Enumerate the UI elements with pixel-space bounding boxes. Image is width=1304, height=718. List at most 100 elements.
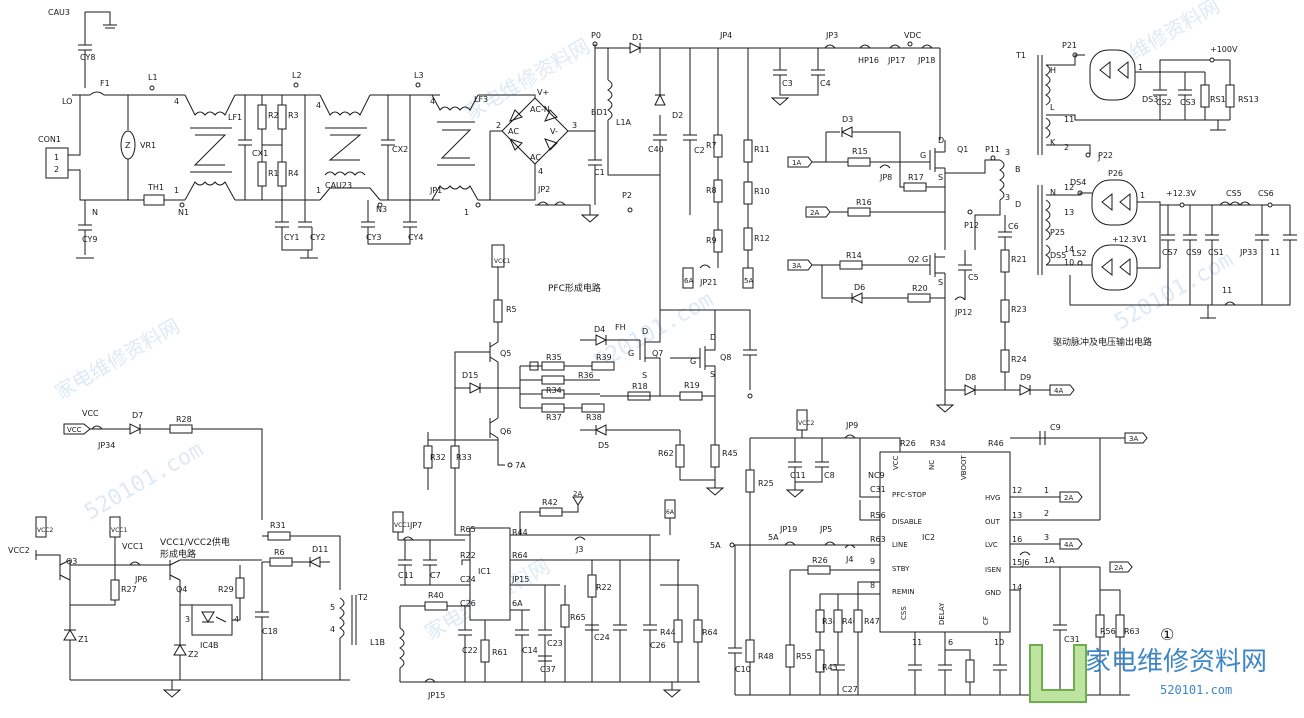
schematic-stroke	[191, 604, 233, 636]
part-label: VBOOT	[960, 455, 968, 480]
part-label: R56	[870, 511, 886, 520]
driver-stage: VCC1 R5 Q5 D15 Q6 7A R35 R36	[454, 244, 757, 500]
part-label: G	[628, 349, 634, 358]
schematic-stroke	[70, 600, 116, 606]
part-label: D7	[132, 411, 143, 420]
part-label: 8	[870, 581, 875, 590]
part-label: VCC	[892, 455, 900, 470]
schematic-stroke	[587, 574, 597, 598]
part-label: 1A	[792, 159, 801, 167]
part-label: C6	[1008, 222, 1019, 231]
part-label: N3	[376, 205, 387, 214]
part-label: C4	[820, 79, 831, 88]
schematic-stroke	[705, 365, 716, 430]
schematic-stroke	[1209, 57, 1215, 63]
drive-caption: 驱动脉冲及电压输出电路	[1053, 336, 1152, 348]
schematic-stroke	[179, 202, 185, 208]
part-label: S	[938, 278, 943, 287]
part-label: R12	[754, 234, 770, 243]
part-label: 11	[1064, 115, 1074, 124]
schematic-stroke	[544, 109, 558, 122]
schematic-stroke	[844, 544, 856, 549]
r26-label: R26	[812, 556, 828, 565]
part-label: STBY	[892, 565, 910, 573]
schematic-stroke	[475, 202, 481, 208]
schematic-stroke	[184, 181, 236, 201]
schematic-stroke	[431, 94, 479, 111]
schematic-stroke	[889, 44, 901, 49]
schematic-stroke	[729, 542, 735, 548]
part-label: 13	[1012, 511, 1022, 520]
part-label: JP17	[887, 56, 905, 65]
part-label: 1	[464, 208, 469, 217]
schematic-stroke	[562, 505, 579, 513]
part-label: R42	[542, 498, 558, 507]
schematic-stroke	[921, 44, 933, 49]
part-label: K	[1050, 138, 1056, 147]
schematic-stroke	[290, 535, 341, 590]
part-label: 13	[1064, 208, 1074, 217]
r47-label: R47	[864, 617, 880, 626]
schematic-stroke	[945, 159, 1000, 174]
part-label: 1	[1140, 191, 1145, 200]
schematic-stroke	[480, 639, 490, 663]
part-label: CS7	[1162, 248, 1178, 257]
part-label: VCC1	[394, 522, 410, 529]
part-label: Q2	[908, 255, 919, 264]
schematic-stroke	[541, 361, 565, 371]
jp15-label: JP15	[427, 691, 445, 700]
schematic-stroke	[497, 438, 505, 466]
schematic-stroke	[519, 511, 540, 535]
part-label: NC	[928, 460, 936, 470]
part-label: 10	[994, 638, 1004, 647]
part-label: JP21	[699, 278, 717, 287]
schematic-stroke	[903, 182, 927, 192]
part-label: L2	[292, 71, 302, 80]
part-label: R10	[754, 187, 770, 196]
part-label: T2	[357, 593, 368, 602]
part-label: C23	[547, 639, 563, 648]
part-label: VCC1	[111, 527, 127, 534]
part-label: 11	[912, 638, 922, 647]
schematic-stroke	[785, 644, 795, 668]
part-label: G	[920, 151, 926, 160]
schematic-stroke	[675, 444, 685, 468]
part-label: 14	[1064, 245, 1074, 254]
part-label: L1	[148, 73, 158, 82]
schematic-stroke	[544, 138, 558, 151]
schematic-stroke	[879, 451, 1011, 633]
part-label: R16	[856, 198, 872, 207]
part-label: 2A	[810, 209, 819, 217]
jp33-label: 11	[1222, 286, 1232, 295]
schematic-stroke	[607, 79, 613, 121]
part-label: +100V	[1210, 45, 1238, 54]
part-label: R46	[988, 439, 1004, 448]
schematic-stroke	[1040, 437, 1101, 520]
input-filter-section: CAU3 CY8 LO F1 L1 CON1 1 2 Z VR1 TH1 N	[38, 8, 600, 259]
schematic-stroke	[1059, 491, 1083, 503]
schematic-stroke	[907, 293, 931, 303]
part-label: 2	[1044, 509, 1049, 518]
part-label: V-	[550, 127, 558, 136]
6a-flag: 6A	[666, 509, 675, 516]
schematic-stroke	[110, 579, 120, 601]
schematic-stroke	[169, 424, 193, 434]
part-label: R5	[506, 305, 517, 314]
part-label: CY8	[80, 53, 95, 62]
part-label: 9	[870, 557, 875, 566]
schematic-stroke	[399, 627, 405, 669]
schematic-stroke	[710, 444, 720, 468]
part-label: VR1	[140, 141, 156, 150]
r65-label: R65	[570, 613, 586, 622]
part-label: R8	[706, 186, 717, 195]
part-label: CAU23	[325, 181, 352, 190]
part-label: 6A	[684, 277, 693, 285]
part-label: VCC	[67, 426, 82, 434]
part-label: R39	[596, 353, 612, 362]
schematic-stroke	[1000, 299, 1010, 323]
part-label: Q5	[500, 349, 511, 358]
part-label: CY3	[366, 233, 381, 242]
part-label: 6	[948, 638, 953, 647]
part-label: P11	[985, 145, 1000, 154]
part-label: 3	[572, 121, 577, 130]
